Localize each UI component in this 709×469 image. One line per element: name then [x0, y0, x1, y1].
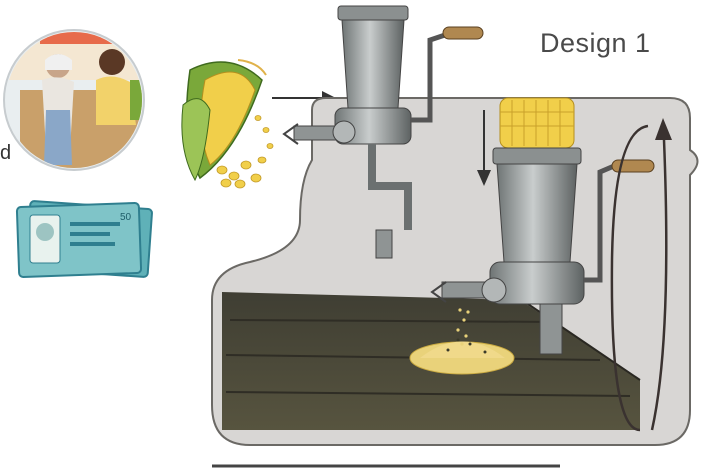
banknote-denomination: 50 [120, 212, 132, 223]
banknote-illustration: 50 [17, 201, 152, 277]
corn-cob-illustration [182, 60, 266, 180]
market-scene-illustration [0, 20, 160, 170]
corn-cob-vertical [500, 98, 574, 148]
